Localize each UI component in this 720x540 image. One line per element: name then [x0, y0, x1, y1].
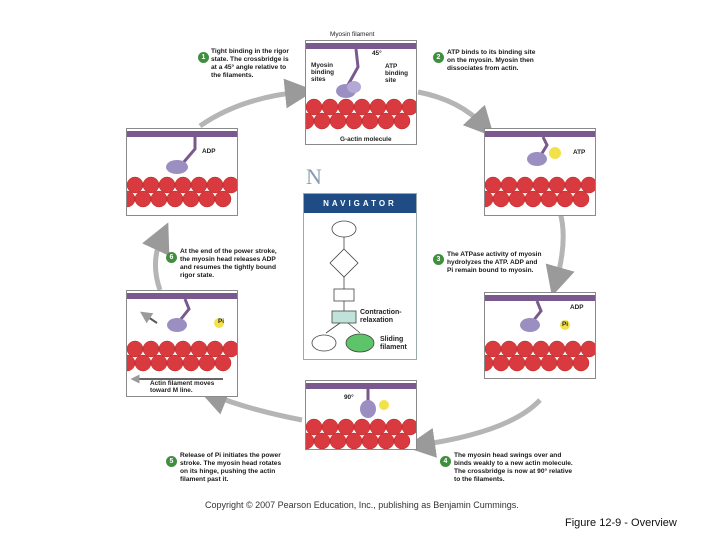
copyright-notice: Copyright © 2007 Pearson Education, Inc.…	[205, 500, 519, 510]
crossbridge-90-illustration	[306, 383, 416, 449]
arrow-4-to-5	[198, 386, 303, 423]
atp-bound-illustration	[485, 131, 595, 208]
g-actin-label: G-actin molecule	[340, 136, 392, 143]
step-3-badge: 3	[433, 254, 444, 265]
navigator-flowchart	[311, 220, 375, 353]
power-stroke-illustration	[127, 293, 237, 384]
angle-45-label: 45°	[372, 50, 382, 57]
arrow-2-to-3	[545, 211, 575, 297]
arrow-6-to-1	[198, 78, 315, 129]
arrow-1-to-2	[417, 89, 495, 138]
atp-binding-site-label: ATP binding site	[385, 63, 409, 84]
panel-crossbridge-90	[305, 380, 417, 450]
step-1-badge: 1	[198, 52, 209, 63]
navigator-logo: N	[306, 164, 322, 189]
adp-label-state3: ADP	[570, 304, 584, 311]
contraction-relaxation-label: Contraction-relaxation	[360, 309, 402, 324]
figure-label: Figure 12-9 - Overview	[565, 517, 677, 529]
pi-label-state5: Pi	[218, 318, 225, 325]
navigator-box: NAVIGATOR Contraction-relaxation Sliding…	[303, 193, 417, 360]
arrow-3-to-4	[405, 398, 542, 458]
panel-atp-hydrolysis	[484, 292, 596, 379]
panel-atp-bound	[484, 128, 596, 216]
myosin-filament-label: Myosin filament	[330, 31, 375, 38]
step-2-badge: 2	[433, 52, 444, 63]
arrow-5-to-6	[142, 222, 170, 291]
panel-power-stroke	[126, 290, 238, 397]
step-5-badge: 5	[166, 456, 177, 467]
hydrolysis-illustration	[485, 295, 595, 372]
step-6-caption: At the end of the power stroke,the myosi…	[180, 248, 277, 279]
rigor-illustration	[306, 43, 416, 130]
pi-label-state3: Pi	[562, 321, 569, 328]
atp-label: ATP	[573, 149, 586, 156]
navigator-title: NAVIGATOR	[304, 194, 416, 213]
step-6-badge: 6	[166, 252, 177, 263]
step-4-badge: 4	[440, 456, 451, 467]
angle-90-label: 90°	[344, 394, 354, 401]
panel-rigor-state	[305, 40, 417, 145]
panel-adp-release	[126, 128, 238, 216]
myosin-binding-sites-label: Myosin binding sites	[311, 62, 335, 83]
adp-label-state6: ADP	[202, 148, 216, 155]
actin-moves-label: Actin filament moves toward M line.	[150, 380, 215, 394]
adp-release-illustration	[127, 131, 237, 208]
